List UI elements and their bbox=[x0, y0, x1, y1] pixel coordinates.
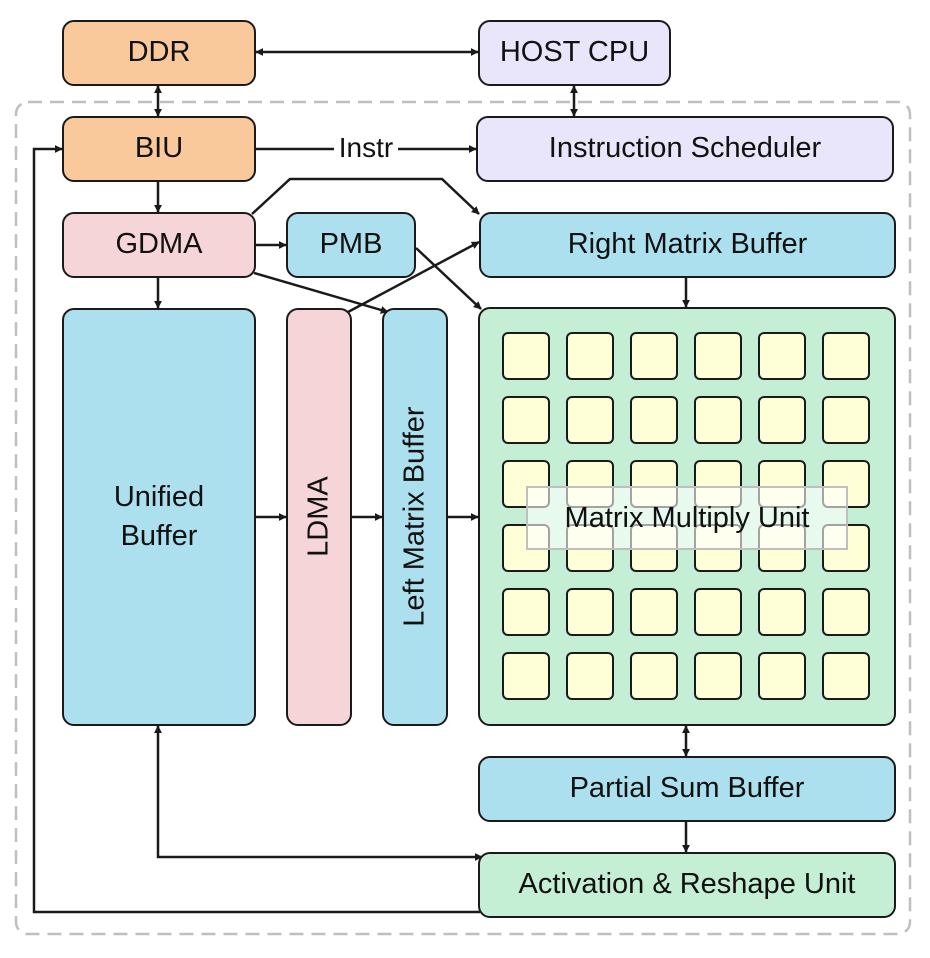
pe-cell bbox=[566, 396, 614, 444]
partial-sum-buffer-block: Partial Sum Buffer bbox=[478, 756, 896, 822]
ddr-block: DDR bbox=[62, 20, 256, 86]
gdma-block: GDMA bbox=[62, 212, 256, 278]
pe-cell bbox=[694, 396, 742, 444]
pe-cell bbox=[822, 396, 870, 444]
gdma-label: GDMA bbox=[115, 228, 203, 261]
activation-reshape-unit-block: Activation & Reshape Unit bbox=[478, 852, 896, 918]
pe-cell bbox=[758, 652, 806, 700]
arrow-ldma-rmb bbox=[347, 240, 480, 314]
pe-cell bbox=[630, 396, 678, 444]
partial-sum-buffer-label: Partial Sum Buffer bbox=[569, 772, 805, 805]
matrix-multiply-unit-label: Matrix Multiply Unit bbox=[526, 486, 848, 550]
instr-edge-label: Instr bbox=[334, 130, 398, 166]
pe-cell bbox=[566, 332, 614, 380]
pe-cell bbox=[758, 588, 806, 636]
pe-cell bbox=[758, 332, 806, 380]
host-cpu-block: HOST CPU bbox=[478, 20, 671, 86]
left-matrix-buffer-label: Left Matrix Buffer bbox=[398, 406, 431, 628]
right-matrix-buffer-block: Right Matrix Buffer bbox=[479, 212, 896, 278]
pe-cell bbox=[822, 588, 870, 636]
ldma-label: LDMA bbox=[302, 476, 335, 558]
ldma-block: LDMA bbox=[286, 308, 352, 726]
pe-cell bbox=[502, 652, 550, 700]
arrow-pmb-mmu bbox=[415, 247, 482, 310]
pe-cell bbox=[630, 652, 678, 700]
unified-buffer-label-line2: Buffer bbox=[120, 520, 198, 552]
pe-cell bbox=[630, 332, 678, 380]
pe-cell bbox=[502, 588, 550, 636]
pe-cell bbox=[694, 332, 742, 380]
arrow-gdma-lmb bbox=[253, 271, 389, 314]
host-cpu-label: HOST CPU bbox=[499, 36, 650, 69]
pe-cell bbox=[758, 396, 806, 444]
pe-cell bbox=[502, 332, 550, 380]
unified-buffer-label-line1: Unified bbox=[113, 480, 205, 513]
unified-buffer-block: Unified Buffer bbox=[62, 308, 256, 726]
biu-block: BIU bbox=[62, 116, 256, 182]
pe-cell bbox=[502, 396, 550, 444]
pe-cell bbox=[566, 588, 614, 636]
instruction-scheduler-label: Instruction Scheduler bbox=[548, 132, 822, 165]
pe-cell bbox=[566, 652, 614, 700]
pe-cell bbox=[694, 588, 742, 636]
left-matrix-buffer-block: Left Matrix Buffer bbox=[382, 308, 448, 726]
ddr-label: DDR bbox=[127, 36, 191, 69]
pe-cell bbox=[630, 588, 678, 636]
instruction-scheduler-block: Instruction Scheduler bbox=[476, 116, 894, 182]
right-matrix-buffer-label: Right Matrix Buffer bbox=[567, 228, 808, 261]
arrow-ub-act bbox=[154, 725, 483, 861]
pmb-label: PMB bbox=[319, 228, 383, 261]
arrow-gdma-rmb bbox=[251, 177, 480, 215]
pe-cell bbox=[694, 652, 742, 700]
pmb-block: PMB bbox=[286, 212, 416, 278]
biu-label: BIU bbox=[134, 132, 184, 165]
arrow-act-biu bbox=[32, 145, 480, 914]
pe-cell bbox=[822, 652, 870, 700]
activation-reshape-unit-label: Activation & Reshape Unit bbox=[518, 868, 856, 901]
pe-cell bbox=[822, 332, 870, 380]
